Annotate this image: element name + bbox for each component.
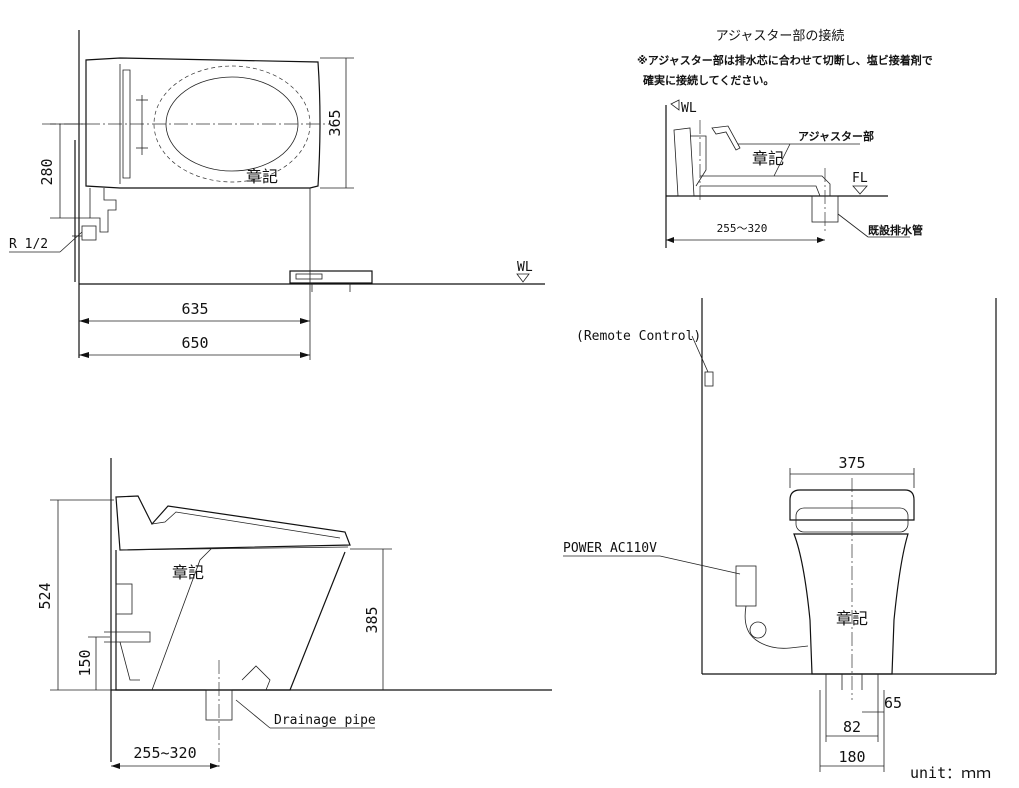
adj-pipe-label: 既設排水管 (868, 223, 923, 237)
dim-650: 650 (181, 334, 208, 352)
stamp-top: 章記 (246, 167, 278, 186)
adj-wl-marker (670, 99, 680, 111)
stamp-adj: 章記 (752, 149, 784, 168)
dim-65: 65 (884, 694, 902, 712)
label-remote: (Remote Control) (576, 329, 701, 344)
side-seat-line (119, 546, 349, 551)
adj-dim: 255〜320 (717, 222, 768, 235)
dim-180: 180 (838, 748, 865, 766)
stamp-front: 章記 (836, 609, 868, 628)
adj-fitting (711, 125, 741, 151)
r12-leader (59, 231, 83, 253)
dim-150: 150 (76, 649, 94, 676)
adj-base (673, 127, 695, 197)
adj-wl: WL (681, 101, 697, 116)
valve-body (81, 225, 97, 241)
power-leader (659, 555, 741, 575)
valve-assembly (89, 188, 117, 233)
adj-part-leader (773, 143, 791, 177)
front-body (793, 533, 909, 675)
label-r12: R 1/2 (9, 237, 48, 252)
tank-panel (122, 69, 131, 179)
front-view: (Remote Control) POWER AC110V 375 65 82 (563, 298, 997, 772)
label-wl-top: WL (517, 260, 533, 275)
remote-leader (691, 335, 709, 373)
plate-slot (295, 273, 323, 280)
side-hose (119, 641, 140, 681)
power-outlet (735, 565, 757, 607)
cord-loop (749, 621, 767, 639)
side-valve (115, 583, 133, 615)
remote-control (704, 371, 714, 387)
side-supply (104, 631, 151, 643)
power-cord (744, 605, 809, 649)
adj-fl: FL (852, 171, 868, 186)
dim-365: 365 (326, 109, 344, 136)
side-inner-line (151, 547, 213, 691)
dim-82: 82 (843, 718, 861, 736)
dim-385: 385 (363, 606, 381, 633)
floor-plate (289, 270, 373, 284)
dim-offset-side: 255~320 (133, 744, 196, 762)
dim-635: 635 (181, 300, 208, 318)
side-fitting (241, 665, 271, 691)
dim-524: 524 (36, 582, 54, 609)
label-power: POWER AC110V (563, 541, 657, 556)
toilet-outline-top (85, 57, 321, 189)
adjuster-detail: アジャスター部の接続 ※アジャスター部は排水芯に合わせて切断し、塩ビ接着剤で 確… (637, 28, 933, 248)
adjuster-note-2: 確実に接続してください。 (643, 73, 774, 87)
drain-leader (235, 699, 271, 729)
adjuster-title: アジャスター部の接続 (716, 28, 845, 44)
adj-trap (690, 135, 707, 187)
adj-fl-marker (852, 185, 868, 195)
adjuster-note-1: ※アジャスター部は排水芯に合わせて切断し、塩ビ接着剤で (637, 53, 933, 67)
dim-375: 375 (838, 454, 865, 472)
top-view: 365 280 R 1/2 WL 635 650 章記 (9, 30, 545, 360)
adj-pipe (700, 175, 831, 197)
adj-part-label: アジャスター部 (798, 129, 874, 143)
adj-pipe-leader (837, 213, 869, 238)
unit-label: unit：ｍｍ (910, 764, 991, 782)
side-view: 524 150 385 255~320 Drainage pipe 章記 (36, 458, 552, 770)
dim-280: 280 (38, 158, 56, 185)
side-lid-detail (151, 511, 341, 539)
side-lid (115, 495, 351, 551)
wl-marker-top (516, 273, 530, 283)
label-drain: Drainage pipe (274, 713, 376, 728)
stamp-side: 章記 (172, 563, 204, 582)
front-lid (789, 489, 915, 521)
side-body (115, 550, 346, 691)
